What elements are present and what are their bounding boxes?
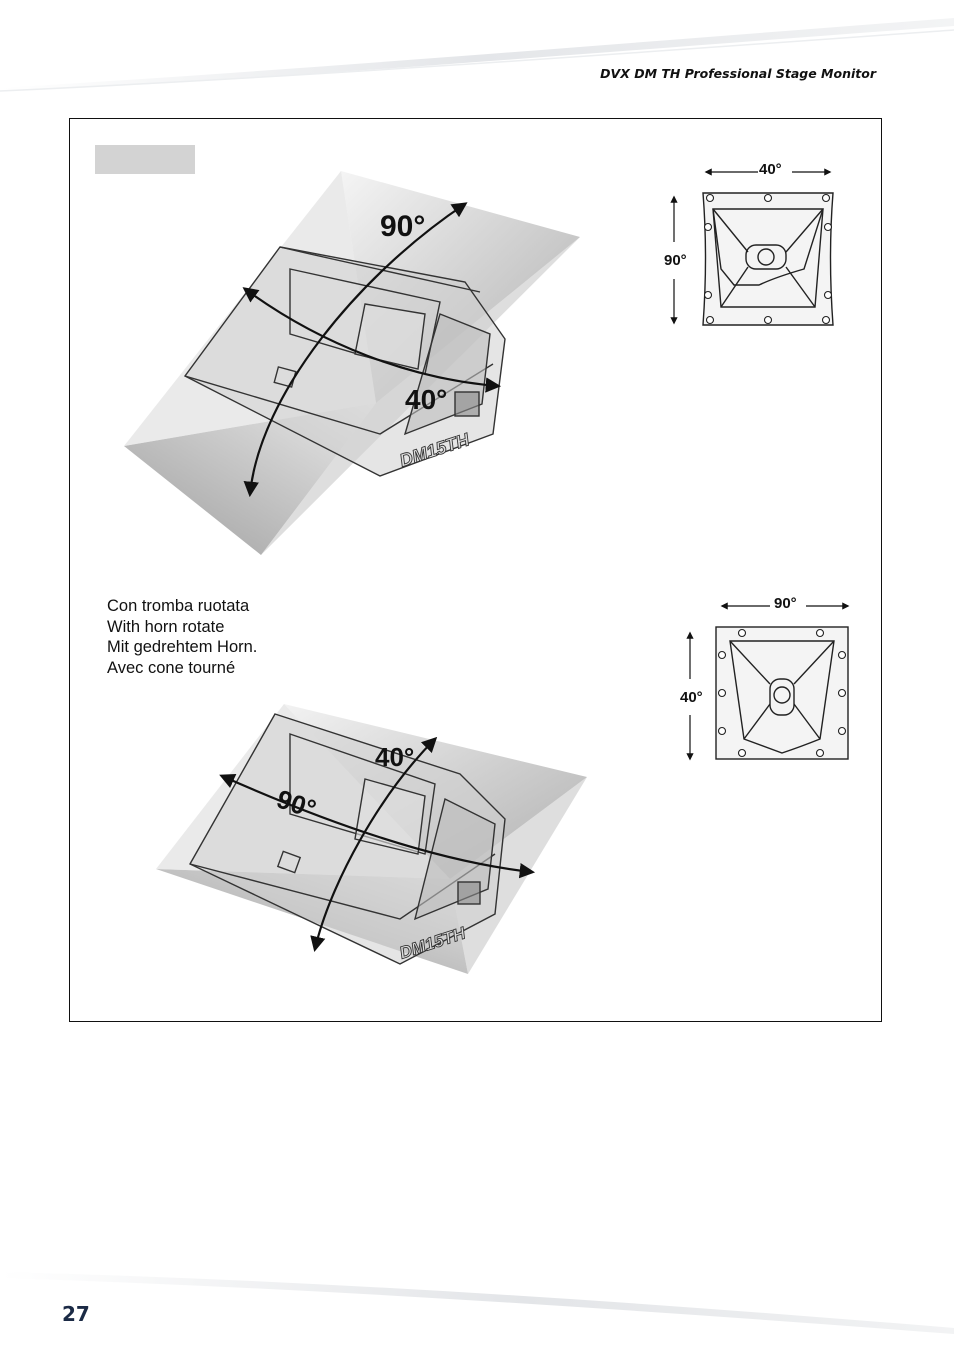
horizontal-dispersion-arrow: [242, 287, 502, 393]
top-horn-flange: [702, 192, 834, 326]
top-horn-front-view: 40° 90°: [664, 161, 834, 326]
figure-frame: DM15TH 90° 40° 40° 90°: [69, 118, 882, 1022]
header-title: DVX DM TH Professional Stage Monitor: [600, 66, 876, 81]
footer-swoosh: [0, 1272, 954, 1334]
rotated-horn-caption: Con tromba ruotata With horn rotate Mit …: [107, 596, 257, 678]
caption-line-it: Con tromba ruotata: [107, 597, 250, 615]
bottom-vertical-angle-label: 40°: [375, 742, 414, 772]
page-number: 27: [62, 1302, 90, 1326]
bottom-horn-front-view: 90° 40°: [680, 595, 850, 761]
top-horn-height-label: 90°: [664, 252, 687, 269]
top-vertical-angle-label: 90°: [380, 210, 425, 243]
bottom-horizontal-dispersion-arrow: [219, 773, 536, 879]
top-speaker-dispersion-diagram: DM15TH 90° 40°: [124, 171, 580, 555]
top-horn-screws: [703, 193, 833, 325]
section-label-box: [95, 145, 195, 174]
bottom-horn-flange: [715, 626, 849, 760]
header-swoosh: [0, 18, 954, 92]
caption-line-fr: Avec cone tourné: [107, 658, 236, 677]
bottom-speaker-dispersion-diagram: DM15TH 40° 90°: [156, 704, 587, 974]
bottom-horn-width-label: 90°: [774, 595, 797, 612]
top-horn-width-label: 40°: [759, 161, 782, 178]
top-horizontal-angle-label: 40°: [405, 384, 447, 415]
bottom-horn-screws: [717, 628, 847, 758]
bottom-horn-height-label: 40°: [680, 689, 703, 706]
caption-line-en: With horn rotate: [107, 617, 225, 636]
caption-line-de: Mit gedrehtem Horn.: [107, 638, 258, 656]
